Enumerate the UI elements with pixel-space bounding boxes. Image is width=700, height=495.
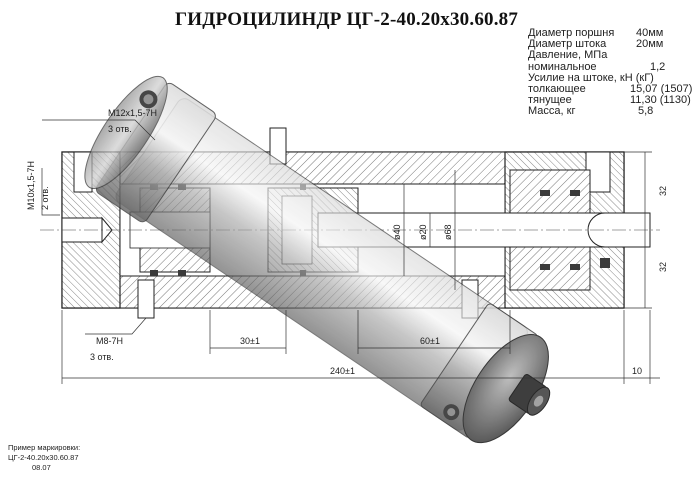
length-10-label: 10 — [632, 366, 642, 376]
spec-value: 40мм — [636, 27, 664, 39]
marking-example: Пример маркировки: ЦГ-2-40.20х30.60.87 0… — [8, 443, 80, 473]
spec-value: 1,2 — [650, 60, 666, 73]
thread-m12-label: М12х1,5-7Н — [108, 108, 157, 118]
dimension-labels: М12х1,5-7Н 3 отв. М10х1,5-7Н 2 отв. М8-7… — [26, 108, 668, 376]
thread-m10-label: М10х1,5-7Н — [26, 161, 36, 210]
length-60-label: 60±1 — [420, 336, 440, 346]
spec-label: тянущее — [528, 94, 572, 107]
spec-row-nominal: номинальное 1,2 — [528, 60, 696, 73]
spec-label: толкающее — [528, 82, 586, 95]
thread-m8-label: М8-7Н — [96, 336, 123, 346]
diameter-20-label: ø20 — [418, 224, 428, 240]
drawing-title: ГИДРОЦИЛИНДР ЦГ-2-40.20х30.60.87 — [175, 9, 519, 30]
length-240-label: 240±1 — [330, 366, 355, 376]
spec-value: 20мм — [636, 38, 664, 51]
height-32-lower-label: 32 — [658, 262, 668, 272]
diameter-68-label: ø68 — [443, 224, 453, 240]
spec-row-force: Усилие на штоке, кН (кГ) — [528, 71, 696, 84]
holes-top-label: 3 отв. — [108, 124, 132, 134]
spec-label: Давление, МПа — [528, 49, 608, 62]
marking-code: ЦГ-2-40.20х30.60.87 — [8, 453, 79, 462]
spec-value: 15,07 (1507) — [630, 82, 693, 95]
marking-heading: Пример маркировки: — [8, 443, 81, 452]
spec-row-piston: Диаметр поршня 40мм — [528, 27, 696, 39]
dimension-lines — [41, 119, 660, 384]
spec-label: Масса, кг — [528, 105, 576, 118]
spec-table: Диаметр поршня 40мм Диаметр штока 20мм Дав… — [528, 27, 696, 118]
cylinder-3d-render — [84, 75, 551, 444]
spec-row-rod: Диаметр штока 20мм — [528, 38, 696, 51]
spec-label: Диаметр штока — [528, 38, 607, 51]
spec-value: 11,30 (1130) — [630, 94, 691, 107]
spec-row-pressure: Давление, МПа — [528, 50, 696, 61]
length-30-label: 30±1 — [240, 336, 260, 346]
spec-value: 5,8 — [638, 105, 654, 118]
marking-date: 08.07 — [32, 463, 51, 472]
spec-label: Диаметр поршня — [528, 27, 615, 39]
spec-label: номинальное — [528, 60, 597, 73]
spec-row-push: толкающее 15,07 (1507) — [528, 82, 696, 95]
height-32-upper-label: 32 — [658, 186, 668, 196]
diameter-40-label: ø40 — [392, 224, 402, 240]
spec-label: Усилие на штоке, кН (кГ) — [528, 71, 654, 84]
spec-row-pull: тянущее 11,30 (1130) — [528, 94, 696, 107]
holes-2-label: 2 отв. — [40, 186, 50, 210]
spec-row-mass: Масса, кг 5,8 — [528, 106, 696, 117]
holes-bottom-label: 3 отв. — [90, 352, 114, 362]
